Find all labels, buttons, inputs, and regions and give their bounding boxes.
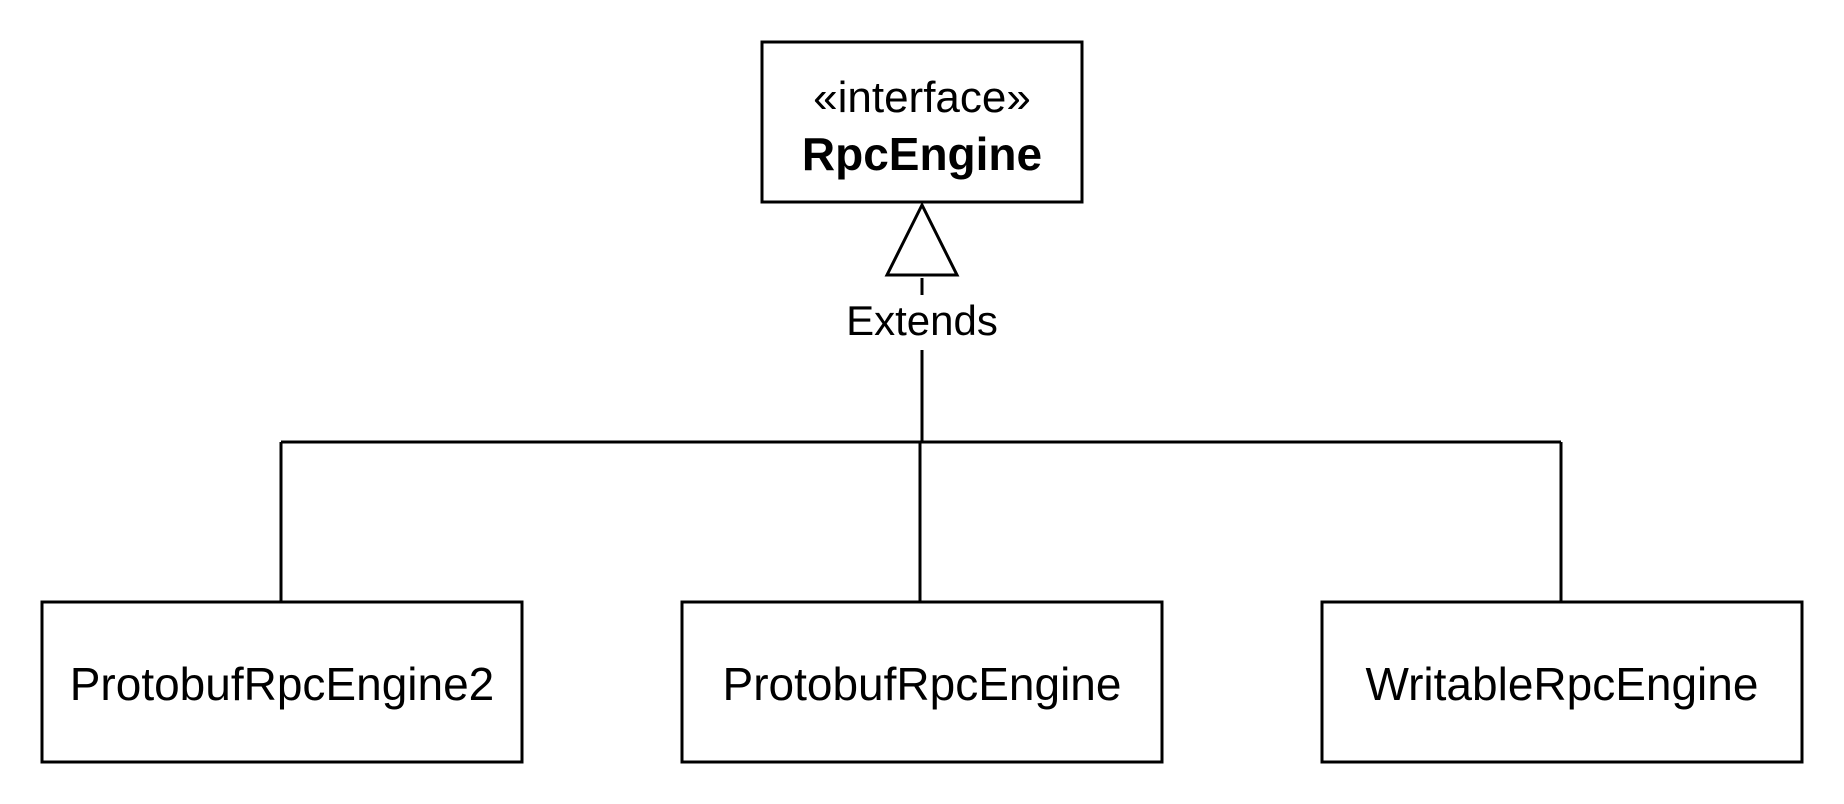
class-protobufrpcengine2[interactable]: ProtobufRpcEngine2 bbox=[40, 600, 524, 764]
generalization-arrowhead bbox=[884, 201, 960, 277]
interface-stereotype: «interface» bbox=[813, 73, 1031, 122]
class-box bbox=[40, 600, 524, 764]
class-box bbox=[1320, 600, 1804, 764]
interface-box bbox=[760, 40, 1084, 204]
class-box bbox=[680, 600, 1164, 764]
extends-label: Extends bbox=[846, 297, 998, 344]
interface-rpcengine[interactable]: «interface» RpcEngine bbox=[760, 40, 1084, 204]
class-writablerpcengine[interactable]: WritableRpcEngine bbox=[1320, 600, 1804, 764]
class-protobufrpcengine[interactable]: ProtobufRpcEngine bbox=[680, 600, 1164, 764]
interface-name: RpcEngine bbox=[802, 128, 1042, 180]
class-name: WritableRpcEngine bbox=[1366, 658, 1759, 710]
connectors bbox=[279, 278, 1563, 602]
class-name: ProtobufRpcEngine2 bbox=[70, 658, 495, 710]
class-name: ProtobufRpcEngine bbox=[723, 658, 1122, 710]
